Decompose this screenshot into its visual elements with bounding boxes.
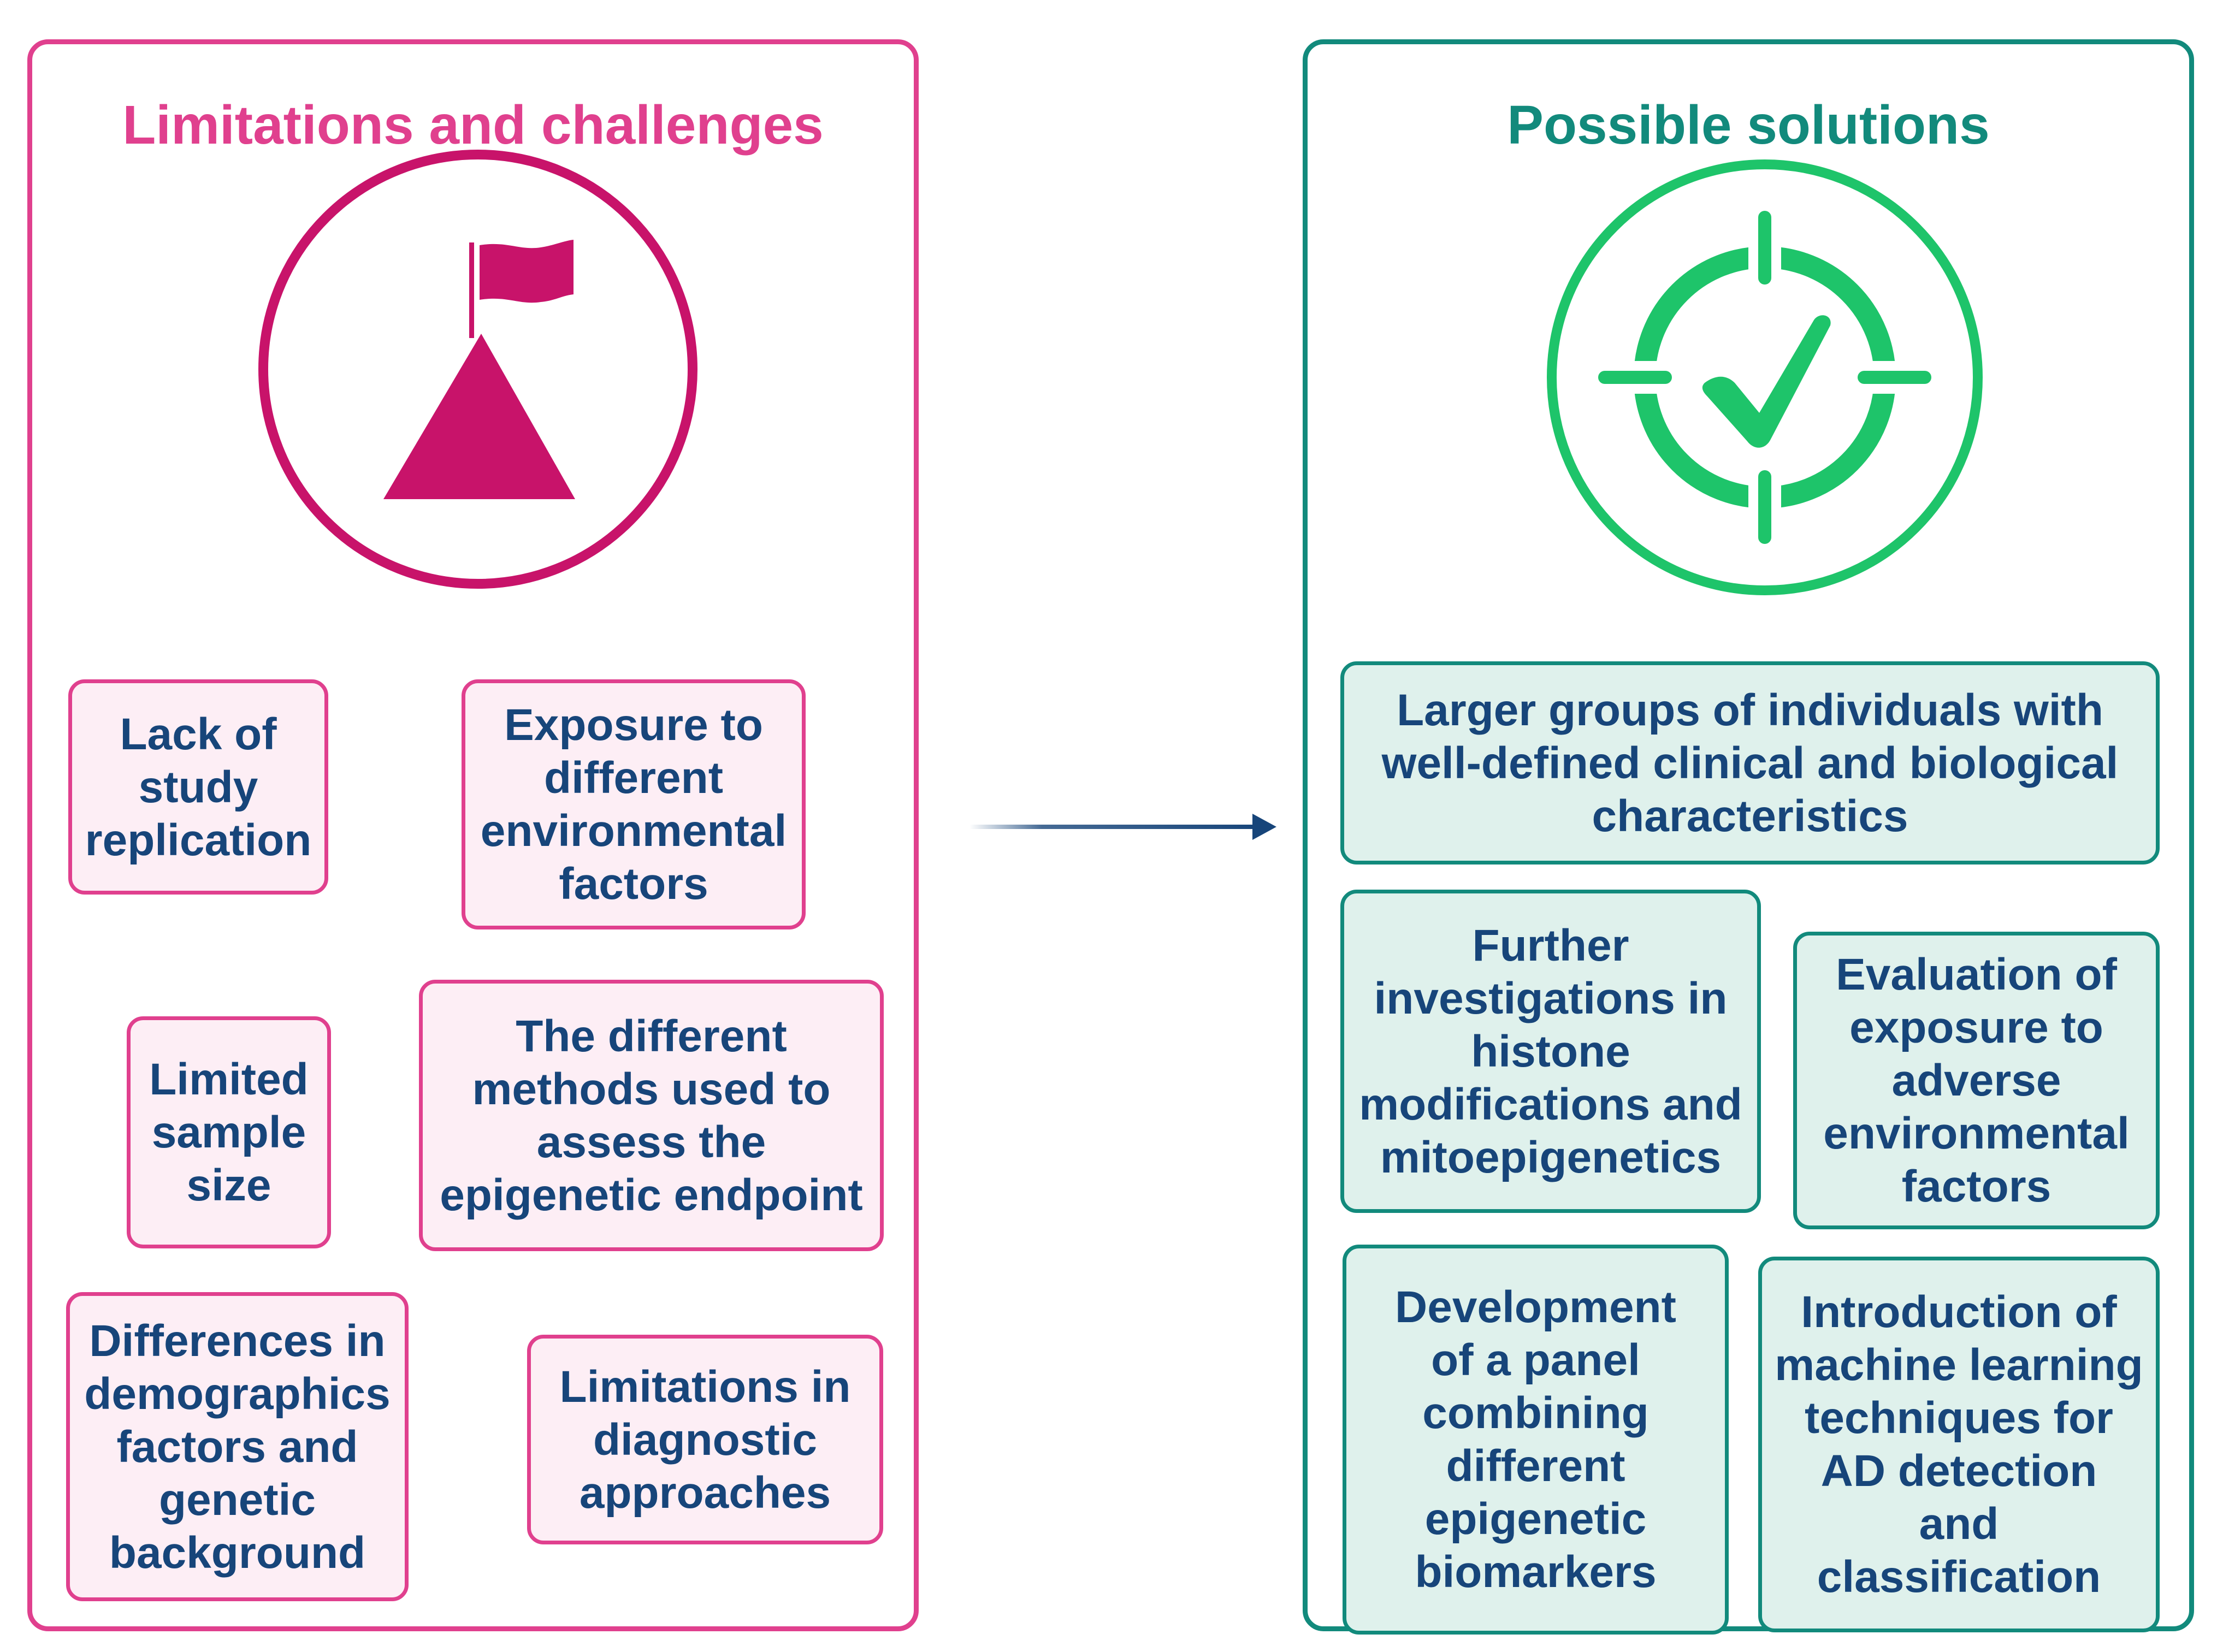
solutions-panel: Possible solutions Larger groups of indi… (1303, 39, 2194, 1635)
limitations-title: Limitations and challenges (122, 94, 824, 156)
limitation-box-environmental-exposure: Exposure to different environmental fact… (462, 679, 806, 929)
solution-box-biomarker-panel: Development of a panel combining differe… (1343, 1245, 1729, 1635)
limitation-box-demographics: Differences in demographics factors and … (66, 1292, 409, 1601)
mountain-flag-icon (258, 150, 697, 589)
limitations-panel: Limitations and challenges Lack of study… (27, 39, 919, 1631)
limitation-box-diagnostic-approaches: Limitations in diagnostic approaches (527, 1335, 883, 1544)
arrow-right-icon (969, 814, 1276, 840)
limitation-box-sample-size: Limited sample size (127, 1016, 331, 1248)
solution-box-histone-modifications: Further investigations in histone modifi… (1340, 890, 1761, 1213)
limitation-box-study-replication: Lack of study replication (68, 679, 328, 895)
solution-box-environmental-factors: Evaluation of exposure to adverse enviro… (1793, 932, 2160, 1229)
limitation-box-assessment-methods: The different methods used to assess the… (419, 980, 884, 1251)
solutions-title: Possible solutions (1507, 94, 1990, 156)
solution-box-larger-groups: Larger groups of individuals with well-d… (1340, 661, 2160, 865)
solution-box-machine-learning: Introduction of machine learning techniq… (1758, 1257, 2160, 1632)
target-check-icon (1547, 159, 1983, 595)
